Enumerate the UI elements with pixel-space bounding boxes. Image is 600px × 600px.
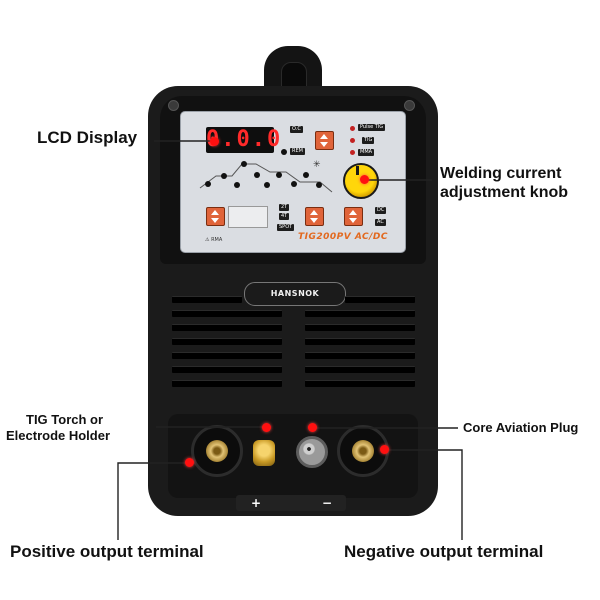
label-positive-output: Positive output terminal — [10, 542, 204, 561]
tag-4t: 4T — [279, 213, 290, 220]
tag-rem: REM — [290, 148, 305, 155]
marker-negative — [380, 445, 389, 454]
vent-slot — [345, 296, 415, 303]
warning-label: ⚠ RMA — [205, 237, 223, 243]
led-indicator — [350, 138, 355, 143]
rem-button[interactable] — [281, 149, 287, 155]
vent-slot — [172, 310, 282, 317]
led-indicator — [350, 126, 355, 131]
trigger-mode-indicator — [228, 206, 268, 228]
param-button[interactable] — [276, 172, 282, 178]
vent-slot — [172, 366, 282, 373]
knob-pointer — [356, 166, 359, 175]
label-tig-torch-2: Electrode Holder — [6, 428, 111, 443]
vent-slot — [305, 338, 415, 345]
tig-torch-connector[interactable] — [253, 440, 275, 466]
tag-tig: TIG — [362, 137, 375, 144]
acdc-select-button[interactable] — [344, 207, 363, 226]
label-core-aviation-plug: Core Aviation Plug — [463, 420, 579, 435]
param-button[interactable] — [316, 182, 322, 188]
mode-select-button[interactable] — [315, 131, 334, 150]
tag-mma: MMA — [358, 149, 375, 156]
param-button[interactable] — [254, 172, 260, 178]
screw-icon — [404, 100, 415, 111]
plus-sign: + — [251, 496, 262, 510]
label-welding-current-2: adjustment knob — [440, 184, 569, 201]
tag-dc: DC — [375, 207, 387, 214]
tag-spot: SPOT — [277, 224, 295, 231]
param-button[interactable] — [303, 172, 309, 178]
param-adjust-button[interactable] — [206, 207, 225, 226]
marker-torch — [262, 423, 271, 432]
welding-current-knob[interactable] — [343, 163, 379, 199]
marker-positive — [185, 458, 194, 467]
tag-pulse-tig: Pulse TIG — [358, 124, 386, 131]
param-button[interactable] — [291, 181, 297, 187]
param-button[interactable] — [241, 161, 247, 167]
vent-slot — [305, 352, 415, 359]
tag-2t: 2T — [279, 204, 290, 211]
tag-ac: AC — [375, 219, 386, 226]
screw-icon — [168, 100, 179, 111]
tag-oc: O.C — [290, 126, 303, 133]
brand-logo: HANSNOK — [244, 282, 346, 306]
vent-slot — [172, 352, 282, 359]
vent-slot — [305, 366, 415, 373]
vent-slot — [305, 310, 415, 317]
vent-slot — [172, 380, 282, 387]
vent-slot — [172, 324, 282, 331]
polarity-plate — [236, 495, 346, 511]
vent-slot — [172, 338, 282, 345]
vent-slot — [305, 324, 415, 331]
label-welding-current-1: Welding current — [440, 165, 562, 182]
model-name: TIG200PV AC/DC — [298, 232, 389, 242]
positive-terminal-brass — [206, 440, 228, 462]
param-button[interactable] — [234, 182, 240, 188]
aviation-plug-pins — [303, 443, 315, 455]
trigger-select-button[interactable] — [305, 207, 324, 226]
label-negative-output: Negative output terminal — [344, 542, 544, 561]
param-button[interactable] — [205, 181, 211, 187]
spark-icon: ✳ — [313, 160, 321, 170]
marker-knob — [360, 175, 369, 184]
marker-aviation-plug — [308, 423, 317, 432]
vent-slot — [172, 296, 242, 303]
vent-slot — [305, 380, 415, 387]
label-lcd-display: LCD Display — [37, 128, 138, 147]
negative-terminal-brass — [352, 440, 374, 462]
led-indicator — [350, 150, 355, 155]
param-button[interactable] — [264, 182, 270, 188]
param-button[interactable] — [221, 173, 227, 179]
label-tig-torch-1: TIG Torch or — [26, 412, 104, 427]
minus-sign: − — [322, 496, 333, 510]
marker-lcd — [210, 137, 219, 146]
